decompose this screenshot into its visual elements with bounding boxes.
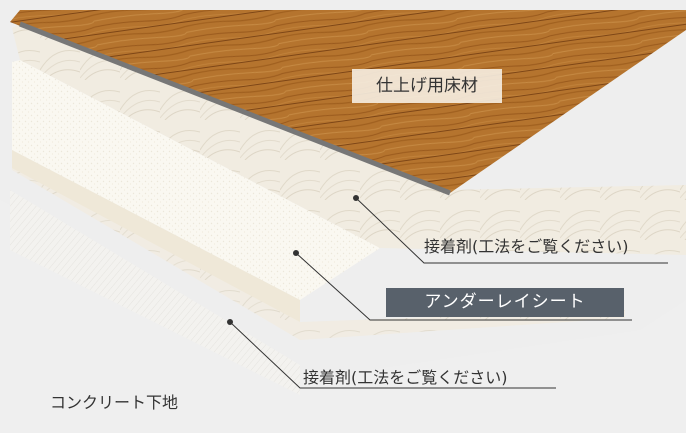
lower-adhesive-label: 接着剤(工法をご覧ください) (303, 368, 508, 387)
leader-underlay-sheet (293, 250, 632, 321)
underlay-sheet-edge (12, 150, 300, 322)
leader-adhesive-lower (227, 319, 556, 389)
lower-adhesive-shape (12, 150, 625, 340)
concrete-textured-shape (10, 190, 300, 395)
upper-adhesive-shape (12, 24, 686, 255)
wood-flooring-shape (10, 10, 686, 193)
leader-adhesive-upper (353, 195, 668, 264)
underlay-sheet-shape (12, 60, 380, 300)
upper-adhesive-label: 接着剤(工法をご覧ください) (424, 237, 629, 256)
flooring-label: 仕上げ用床材 (352, 69, 502, 103)
concrete-label: コンクリート下地 (50, 393, 179, 412)
wood-flooring-edge (19, 21, 451, 196)
underlay-sheet-label: アンダーレイシート (386, 288, 624, 317)
concrete-layer-shape (0, 200, 686, 433)
